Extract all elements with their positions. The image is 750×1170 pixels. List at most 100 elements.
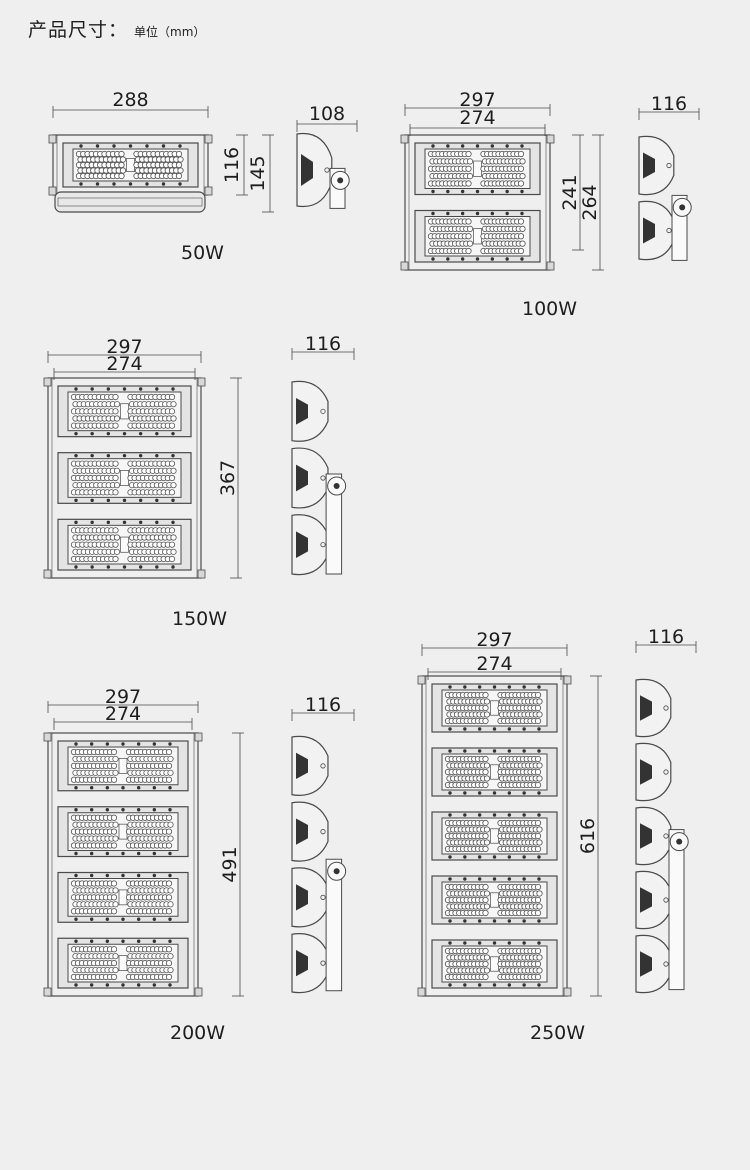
- rear-plate-50w-housing: [54, 191, 206, 213]
- led-lens: [465, 165, 472, 172]
- led-lens: [112, 835, 119, 842]
- model-label-200w: 200W: [170, 1022, 226, 1044]
- bolt: [138, 431, 143, 436]
- front-50w-bracket: [204, 186, 213, 196]
- led-lens: [534, 755, 542, 763]
- bolt: [477, 791, 482, 795]
- led-lens: [536, 711, 543, 718]
- side-200w-pivot-bolt: [333, 868, 340, 875]
- bolt: [168, 851, 172, 856]
- led-lens: [112, 527, 119, 534]
- bolt: [155, 431, 159, 436]
- bolt: [106, 565, 111, 569]
- led-lens: [167, 769, 174, 776]
- led-lens: [482, 755, 489, 763]
- bolt: [507, 855, 512, 859]
- led-lens: [465, 247, 472, 255]
- led-lens: [534, 704, 542, 712]
- led-lens: [170, 548, 177, 555]
- bolt: [490, 211, 495, 216]
- hinge-bolt: [320, 475, 326, 481]
- bolt: [475, 144, 480, 148]
- bolt: [537, 919, 541, 923]
- front-250w-bracket: [417, 675, 426, 685]
- bolt: [74, 520, 78, 525]
- front-100w-bracket: [546, 261, 555, 271]
- bolt: [477, 855, 482, 859]
- led-lens: [483, 698, 491, 705]
- bolt: [121, 917, 125, 921]
- bolt: [138, 520, 143, 525]
- dim-50w-width-value: 288: [112, 89, 148, 111]
- bolt: [505, 144, 509, 148]
- led-lens: [168, 393, 176, 401]
- bolt: [431, 257, 435, 261]
- bolt: [122, 431, 127, 436]
- led-lens: [534, 832, 542, 840]
- dim-100w-height-outer-value: 264: [579, 184, 601, 220]
- bolt: [460, 144, 465, 148]
- led-lens: [168, 460, 176, 467]
- led-lens: [534, 973, 542, 981]
- bolt: [105, 742, 110, 746]
- bolt: [105, 786, 110, 790]
- bolt: [128, 144, 133, 148]
- front-100w-bracket: [400, 261, 409, 271]
- led-lens: [466, 173, 474, 180]
- side-250w-heatsink-logo: [640, 951, 652, 977]
- bolt: [136, 983, 141, 987]
- bolt: [520, 189, 524, 194]
- bolt: [431, 144, 435, 148]
- bolt: [155, 453, 159, 458]
- led-lens: [113, 548, 121, 555]
- bolt: [507, 877, 512, 881]
- led-lens: [167, 887, 174, 894]
- led-lens: [112, 474, 119, 482]
- led-lens: [165, 814, 173, 821]
- bolt: [128, 182, 133, 186]
- bolt: [463, 919, 467, 923]
- bolt: [74, 786, 78, 790]
- bolt: [122, 520, 127, 525]
- led-lens: [118, 150, 125, 158]
- led-lens: [110, 842, 118, 849]
- bolt: [522, 685, 526, 689]
- dim-250w-outer-value: 297: [476, 629, 512, 651]
- front-200w-module-1-center-bar: [118, 758, 128, 774]
- bolt: [505, 189, 509, 194]
- led-lens: [112, 901, 119, 908]
- hinge-bolt: [663, 769, 669, 775]
- bolt: [89, 742, 94, 746]
- dim-150w-side-value: 116: [305, 333, 341, 355]
- bolt: [475, 189, 480, 194]
- bolt: [171, 498, 175, 503]
- led-lens: [517, 247, 525, 255]
- led-lens: [165, 960, 173, 967]
- bolt: [152, 786, 157, 790]
- bolt: [90, 565, 94, 569]
- bolt: [446, 144, 450, 148]
- led-lens: [536, 762, 543, 769]
- bolt: [89, 983, 94, 987]
- bolt: [448, 877, 452, 881]
- led-lens: [110, 880, 118, 887]
- bolt: [492, 791, 497, 795]
- bolt: [492, 813, 497, 817]
- led-lens: [119, 156, 127, 163]
- dim-150w-height-value: 367: [217, 460, 239, 496]
- bolt: [74, 453, 78, 458]
- bolt: [145, 144, 149, 148]
- led-lens: [167, 901, 174, 908]
- side-150w-housing-1: [291, 380, 329, 442]
- led-lens: [534, 845, 542, 853]
- bolt: [155, 565, 159, 569]
- bolt: [122, 565, 127, 569]
- led-lens: [112, 393, 119, 401]
- bolt: [106, 453, 111, 458]
- front-250w-bracket: [417, 987, 426, 997]
- led-lens: [112, 887, 119, 894]
- led-lens: [534, 896, 542, 904]
- led-lens: [112, 769, 119, 776]
- bolt: [168, 983, 172, 987]
- led-lens: [483, 954, 491, 961]
